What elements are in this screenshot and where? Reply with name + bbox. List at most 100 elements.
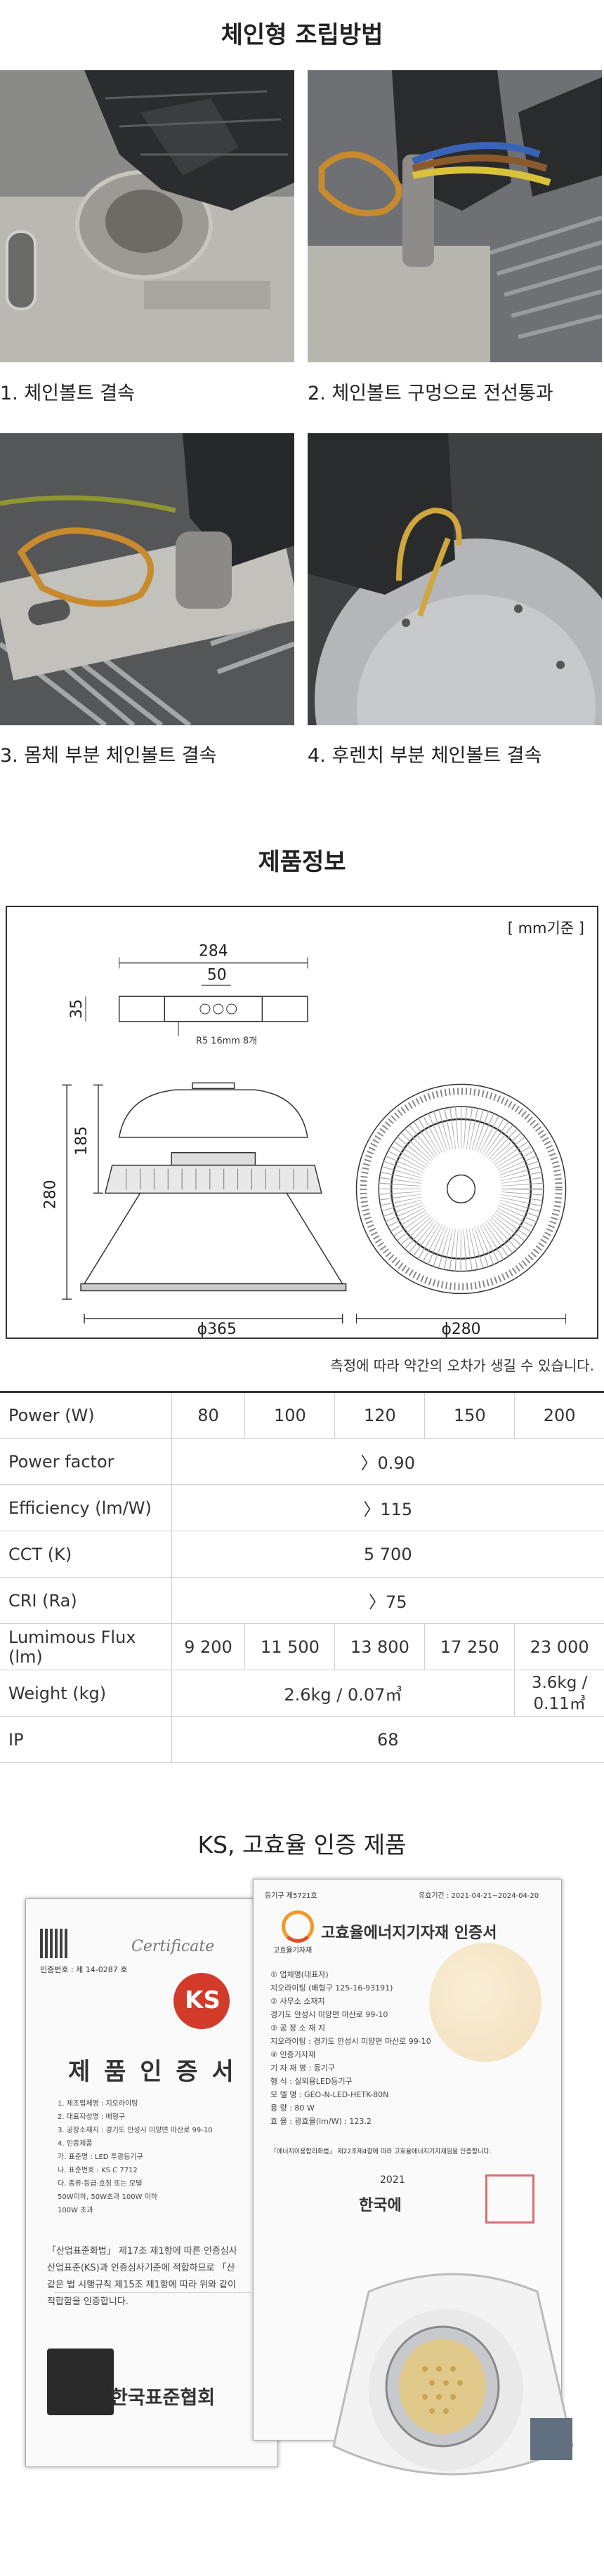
spec-label: Weight (kg) — [0, 1670, 172, 1717]
dim-top-inner: 50 — [207, 966, 227, 984]
eff-field: ① 업체명(대표자) — [270, 1970, 329, 1979]
ks-fields: 1. 제조업체명 : 지오라이팅 2. 대표자성명 : 배형구 3. 공장소재지… — [58, 2097, 213, 2217]
spec-label: Power factor — [0, 1438, 172, 1485]
dim-side-body: 185 — [73, 1126, 91, 1156]
eff-issuer: 한국에 — [359, 2197, 402, 2214]
spec-row-ip: IP 68 — [0, 1716, 604, 1763]
ks-field: 가. 표준명 : LED 투광등기구 — [58, 2153, 143, 2161]
ks-logo-text: KS — [185, 1986, 221, 2014]
eff-field: 경기도 안성시 미양면 마산로 99-10 — [270, 2010, 388, 2019]
qr-code-icon — [40, 1929, 70, 1958]
ks-heading: 제 품 인 증 서 — [68, 2058, 237, 2086]
eff-body-line: 「에너지이용합리화법」 제22조제4항에 따라 고효율에너지기자재임을 인증합니… — [270, 2148, 492, 2155]
ks-watermark-icon — [54, 2292, 251, 2334]
spec-label: Power (W) — [0, 1391, 172, 1439]
ks-field: 4. 인증제품 — [58, 2140, 93, 2148]
spec-label: Lumimous Flux (lm) — [0, 1623, 172, 1670]
dim-top-height: 35 — [68, 999, 86, 1019]
eff-logo-caption: 고효율기자재 — [273, 1947, 313, 1955]
dim-hole-note: R5 16mm 8개 — [196, 1036, 257, 1047]
spec-cell: 5 700 — [171, 1531, 604, 1578]
bracket-top-view — [85, 957, 308, 1036]
assembly-photo-1 — [0, 70, 294, 362]
step-3-caption: 3. 몸체 부분 체인볼트 결속 — [0, 745, 217, 767]
eff-field: 모 델 명 : GEO-N-LED-HETK-80N — [270, 2090, 389, 2099]
eff-field: 지오라이팅 (배형구 125-16-93191) — [270, 1983, 393, 1993]
eff-field: 형 식 : 실외용LED등기구 — [270, 2077, 353, 2086]
spec-cell: 〉115 — [171, 1484, 604, 1531]
spec-label: IP — [0, 1716, 172, 1763]
spec-row-efficiency: Efficiency (lm/W) 〉115 — [0, 1484, 604, 1531]
spec-cell: 80 — [171, 1391, 246, 1439]
spec-cell-weight-200: 3.6kg /0.11㎥ — [514, 1670, 604, 1717]
weight-200-line-1: 3.6kg / — [531, 1673, 588, 1692]
eff-field: 효 율 : 광효율(lm/W) : 123.2 — [270, 2117, 372, 2126]
ks-field: 100W 초과 — [58, 2207, 93, 2214]
spec-table: Power (W) 80 100 120 150 200 Power facto… — [0, 1391, 604, 1763]
eff-field: 지오라이팅 : 경기도 안성시 미양면 마산로 99-10 — [270, 2037, 431, 2046]
ks-issuer: 한국표준협회 — [110, 2387, 216, 2409]
spec-cell: 23 000 — [514, 1623, 604, 1670]
eff-mascot-icon — [429, 1943, 541, 2062]
spec-row-cri: CRI (Ra) 〉75 — [0, 1577, 604, 1624]
assembly-photo-2 — [308, 70, 602, 362]
lamp-product-photo — [327, 2264, 579, 2502]
eff-field: 용 량 : 80 W — [270, 2103, 315, 2113]
assembly-photo-3 — [0, 433, 294, 725]
step-1-caption: 1. 체인볼트 결속 — [0, 383, 135, 404]
ks-script-header: Certificate — [131, 1938, 215, 1955]
lamp-front-view — [355, 1083, 567, 1324]
spec-cell: 〉0.90 — [171, 1438, 604, 1485]
spec-cell: 200 — [514, 1391, 604, 1439]
spec-row-power-factor: Power factor 〉0.90 — [0, 1438, 604, 1485]
ks-field: 50W이하, 50W초과 100W 이하 — [58, 2193, 158, 2201]
spec-cell: 68 — [171, 1716, 604, 1763]
efficiency-logo-icon — [282, 1910, 314, 1943]
lamp-side-view — [62, 1082, 347, 1324]
ks-field: 3. 공장소재지 : 경기도 안성시 미양면 마산로 99-10 — [58, 2127, 213, 2134]
assembly-photo-4 — [308, 433, 602, 725]
spec-label: CRI (Ra) — [0, 1577, 172, 1624]
certification-title: KS, 고효율 인증 제품 — [197, 1831, 407, 1858]
spec-cell: 2.6kg / 0.07㎥ — [171, 1670, 516, 1717]
eff-header-right: 유효기간 : 2021-04-21~2024-04-20 — [419, 1892, 539, 1900]
ks-body-line: 산업표준(KS)과 인증심사기준에 적합하므로 「산 — [47, 2263, 235, 2273]
spec-cell: 9 200 — [171, 1623, 246, 1670]
spec-cell: 13 800 — [334, 1623, 426, 1670]
ks-certificate: Certificate 인증번호 : 제 14-0287 호 KS 제 품 인 … — [25, 1898, 278, 2467]
dim-bottom-diameter: ϕ365 — [197, 1321, 237, 1337]
ks-field: 다. 종류·등급·호칭 또는 모델 — [58, 2180, 143, 2188]
dimension-drawing: [ mm기준 ] 284 50 35 R5 16mm 8개 — [6, 906, 598, 1339]
tolerance-note: 측정에 따라 약간의 오차가 생길 수 있습니다. — [330, 1357, 594, 1374]
product-info-title: 제품정보 — [258, 848, 346, 876]
eff-fields: ① 업체명(대표자) 지오라이팅 (배형구 125-16-93191) ② 사무… — [270, 1968, 431, 2128]
ks-field: 2. 대표자성명 : 배형구 — [58, 2113, 126, 2121]
ks-field: 1. 제조업체명 : 지오라이팅 — [58, 2100, 138, 2108]
dim-side-total: 280 — [41, 1180, 59, 1209]
ks-logo-icon — [173, 1973, 230, 2029]
eff-field: ③ 공 장 소 재 지 — [270, 2023, 325, 2033]
spec-row-power: Power (W) 80 100 120 150 200 — [0, 1391, 604, 1439]
spec-cell: 〉75 — [171, 1577, 604, 1624]
eff-field: ② 사무소 소재지 — [270, 1997, 325, 2006]
eff-field: ④ 인증기자재 — [270, 2050, 315, 2059]
eff-heading: 고효율에너지기자재 인증서 — [321, 1924, 497, 1942]
spec-cell: 100 — [244, 1391, 336, 1439]
ks-cert-number: 인증번호 : 제 14-0287 호 — [40, 1965, 128, 1974]
spec-row-flux: Lumimous Flux (lm) 9 200 11 500 13 800 1… — [0, 1623, 604, 1670]
ks-field: 나. 표준번호 : KS C 7712 — [58, 2167, 138, 2174]
dim-front-diameter: ϕ280 — [441, 1321, 480, 1337]
spec-cell: 150 — [424, 1391, 516, 1439]
spec-row-weight: Weight (kg) 2.6kg / 0.07㎥ 3.6kg /0.11㎥ — [0, 1670, 604, 1717]
spec-cell: 120 — [334, 1391, 426, 1439]
eff-stamp-icon — [485, 2174, 534, 2224]
eff-field: 기 자 재 명 : 등기구 — [270, 2063, 336, 2073]
unit-label: [ mm기준 ] — [507, 920, 584, 937]
certificate-images: Certificate 인증번호 : 제 14-0287 호 KS 제 품 인 … — [0, 1879, 604, 2576]
step-2-caption: 2. 체인볼트 구멍으로 전선통과 — [308, 383, 553, 404]
dim-top-width: 284 — [199, 943, 228, 960]
ks-body: 「산업표준화법」 제17조 제1항에 따른 인증심사 산업표준(KS)과 인증심… — [47, 2243, 237, 2311]
eff-header-left: 등기구 제5721호 — [265, 1892, 317, 1900]
ks-seal-icon — [47, 2349, 114, 2415]
